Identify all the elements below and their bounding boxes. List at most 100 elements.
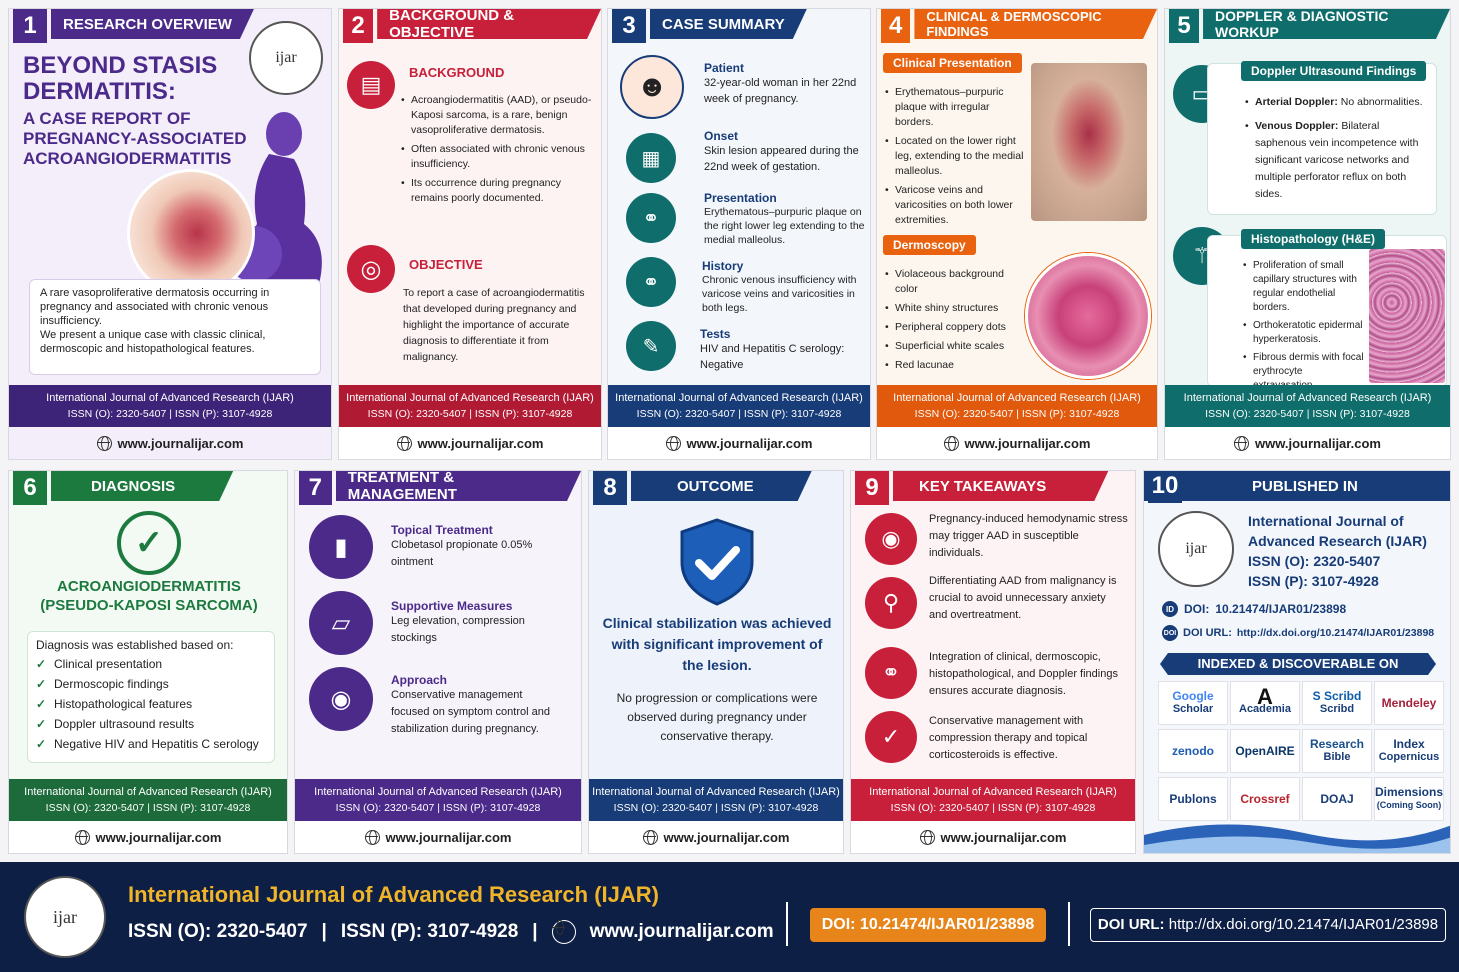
diagnosis-title: ACROANGIODERMATITIS(PSEUDO-KAPOSI SARCOM…: [40, 578, 258, 614]
globe-icon: [943, 435, 959, 451]
dermoscopy-list: Violaceous background colorWhite shiny s…: [885, 267, 1021, 377]
section-title: OUTCOME: [631, 471, 812, 501]
outcome-main: Clinical stabilization was achieved with…: [602, 615, 832, 673]
footer-website[interactable]: www.journalijar.com: [295, 821, 581, 853]
doi-badge[interactable]: DOI: 10.21474/IJAR01/23898: [810, 908, 1046, 942]
footer-website[interactable]: www.journalijar.com: [877, 427, 1157, 459]
globe-icon: [1234, 435, 1250, 451]
index-logo[interactable]: Crossref: [1230, 777, 1300, 821]
section-number: 7: [299, 471, 332, 505]
compression-stocking-icon: ▱: [309, 591, 373, 655]
globe-icon: [551, 920, 576, 944]
clinical-list: Erythematous–purpuric plaque with irregu…: [885, 85, 1025, 232]
index-logo[interactable]: zenodo: [1158, 729, 1228, 773]
doi-url-line: DOI DOI URL:http://dx.doi.org/10.21474/I…: [1162, 625, 1435, 641]
globe-icon: [642, 829, 658, 845]
shield-check-icon: [680, 518, 754, 606]
doi-icon: ID: [1162, 601, 1178, 617]
footer-website[interactable]: www.journalijar.com: [851, 821, 1135, 853]
wave-decoration: [1144, 824, 1450, 853]
footer-website[interactable]: www.journalijar.com: [9, 821, 287, 853]
index-logo[interactable]: OpenAIRE: [1230, 729, 1300, 773]
footer-band: International Journal of Advanced Resear…: [1165, 385, 1450, 427]
doppler-label: Doppler Ultrasound Findings: [1241, 61, 1427, 81]
section-number: 4: [881, 9, 911, 43]
section-number: 9: [855, 471, 889, 505]
section-title: CASE SUMMARY: [650, 9, 807, 39]
section-number: 10: [1148, 471, 1182, 503]
dermoscopy-image: [1025, 253, 1151, 379]
summary-box: A rare vasoproliferative dermatosis occu…: [29, 279, 321, 375]
section-title: PUBLISHED IN: [1186, 471, 1380, 501]
footer-website[interactable]: www.journalijar.com: [9, 427, 331, 459]
doppler-list: Arterial Doppler: No abnormalities. Veno…: [1245, 95, 1433, 207]
footer-band: International Journal of Advanced Resear…: [608, 385, 870, 427]
section-number: 6: [13, 471, 47, 505]
bottom-bar: ijar International Journal of Advanced R…: [0, 862, 1459, 972]
section-title: BACKGROUND & OBJECTIVE: [377, 9, 601, 39]
section-number: 8: [593, 471, 627, 505]
section-number: 1: [13, 9, 47, 43]
doi-icon: DOI: [1162, 625, 1178, 641]
stethoscope-icon: ⚭: [626, 193, 676, 243]
ointment-tube-icon: ▮: [309, 515, 373, 579]
ijar-logo: ijar: [1158, 511, 1234, 587]
book-icon: ▤: [347, 61, 395, 109]
indexed-banner: INDEXED & DISCOVERABLE ON: [1160, 653, 1436, 675]
globe-icon: [665, 435, 681, 451]
leg-lesion-photo: [127, 169, 255, 297]
section-number: 3: [612, 9, 646, 43]
index-logo[interactable]: Dimensions(Coming Soon): [1374, 777, 1444, 821]
magnifier-icon: ⚲: [865, 577, 917, 629]
target-icon: ◎: [347, 245, 395, 293]
journal-info: International Journal of Advanced Resear…: [1248, 513, 1427, 589]
pregnant-woman-icon: ◉: [309, 667, 373, 731]
doi-url-badge[interactable]: DOI URL: http://dx.doi.org/10.21474/IJAR…: [1090, 908, 1446, 942]
histopathology-list: Proliferation of small capillary structu…: [1243, 259, 1367, 397]
shield-check-icon: ✓: [865, 711, 917, 763]
website-link[interactable]: www.journalijar.com: [589, 921, 774, 942]
outcome-sub: No progression or complications were obs…: [616, 691, 818, 743]
footer-website[interactable]: www.journalijar.com: [1165, 427, 1450, 459]
section-number: 5: [1169, 9, 1200, 43]
footer-band: International Journal of Advanced Resear…: [589, 779, 843, 821]
footer-band: International Journal of Advanced Resear…: [9, 385, 331, 427]
footer-website[interactable]: www.journalijar.com: [339, 427, 601, 459]
footer-band: International Journal of Advanced Resear…: [877, 385, 1157, 427]
index-logo[interactable]: DOAJ: [1302, 777, 1372, 821]
footer-band: International Journal of Advanced Resear…: [9, 779, 287, 821]
footer-website[interactable]: www.journalijar.com: [608, 427, 870, 459]
section-title: CLINICAL & DERMOSCOPIC FINDINGS: [914, 9, 1157, 39]
index-logo[interactable]: Mendeley: [1374, 681, 1444, 725]
index-logo[interactable]: Publons: [1158, 777, 1228, 821]
globe-icon: [96, 435, 112, 451]
doi-url-link[interactable]: http://dx.doi.org/10.21474/IJAR01/23898: [1236, 627, 1435, 639]
globe-icon: [74, 829, 90, 845]
section-title: RESEARCH OVERVIEW: [51, 9, 254, 39]
stethoscope-icon: ⚭: [865, 647, 917, 699]
footer-website[interactable]: www.journalijar.com: [589, 821, 843, 853]
histopathology-label: Histopathology (H&E): [1241, 229, 1385, 249]
leg-lesion-photo: [1031, 63, 1147, 221]
stethoscope-icon: ⚭: [626, 257, 676, 307]
globe-icon: [919, 829, 935, 845]
patient-avatar: ☻: [620, 55, 684, 119]
main-title: BEYOND STASIS DERMATITIS: A CASE REPORT …: [23, 52, 247, 169]
objective-heading: OBJECTIVE: [409, 257, 483, 272]
clinical-presentation-label: Clinical Presentation: [883, 53, 1022, 73]
doi-link[interactable]: 10.21474/IJAR01/23898: [1215, 602, 1347, 616]
bottom-issn-row: ISSN (O): 2320-5407|ISSN (P): 3107-4928|…: [128, 920, 774, 944]
dermoscopy-label: Dermoscopy: [883, 235, 976, 255]
